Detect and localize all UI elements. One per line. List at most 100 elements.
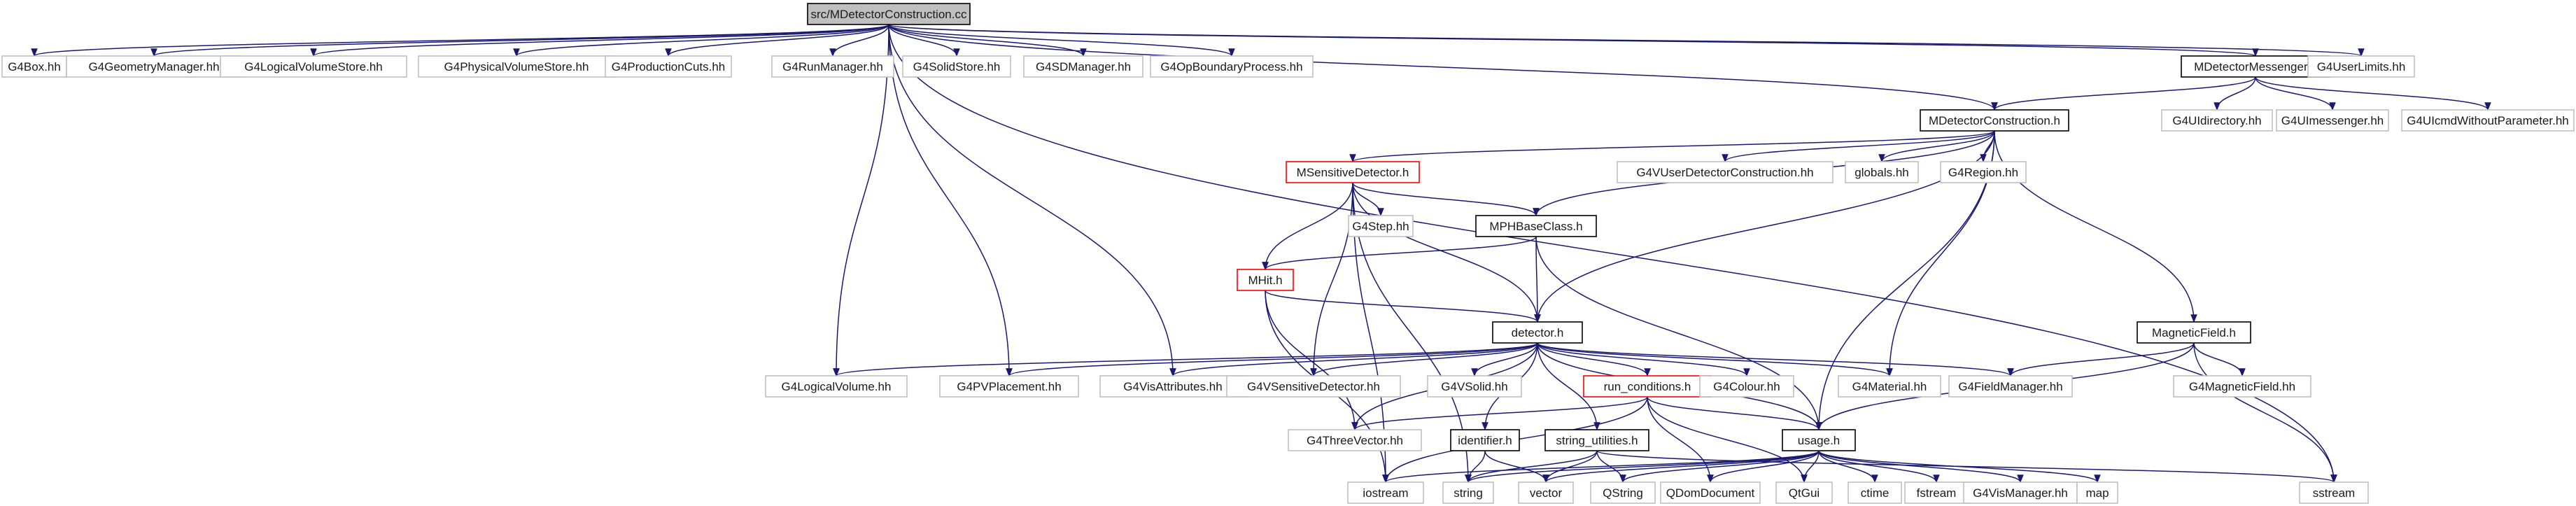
- node-g4uidir: G4UIdirectory.hh: [2161, 109, 2273, 132]
- node-box-g4solidstore: [902, 55, 1011, 78]
- node-root[interactable]: src/MDetectorConstruction.cc: [807, 3, 971, 25]
- node-box-g4lvstore: [220, 55, 407, 78]
- node-box-g4region: [1940, 161, 2027, 183]
- node-label-g4uidir: G4UIdirectory.hh: [2172, 114, 2261, 127]
- node-label-string: string: [1454, 486, 1483, 500]
- node-label-g4step: G4Step.hh: [1352, 220, 1409, 233]
- node-g4vismgr: G4VisManager.hh: [1963, 482, 2078, 504]
- node-box-g4material: [1838, 375, 1941, 398]
- node-qdomdoc: QDomDocument: [1660, 482, 1761, 504]
- node-mhit[interactable]: MHit.h: [1237, 269, 1294, 291]
- node-box-sstream: [2299, 482, 2369, 504]
- edge-magfield-to-sstream: [2193, 342, 2337, 484]
- node-box-mphbase: [1475, 215, 1597, 237]
- node-box-g4pvplacement: [939, 375, 1079, 398]
- node-msensdet[interactable]: MSensitiveDetector.h: [1286, 161, 1420, 183]
- node-box-g4geom: [66, 55, 242, 78]
- node-box-runcond: [1583, 375, 1712, 398]
- node-g4vuserdet: G4VUserDetectorConstruction.hh: [1617, 161, 1834, 183]
- node-g4uicmd: G4UIcmdWithoutParameter.hh: [2401, 109, 2575, 132]
- edge-root-to-g4visattr: [888, 24, 1176, 377]
- node-label-g4uicmd: G4UIcmdWithoutParameter.hh: [2407, 114, 2568, 127]
- edge-usage-to-qtgui: [1801, 450, 1820, 484]
- node-g4geom: G4GeometryManager.hh: [66, 55, 242, 78]
- node-g4threevec: G4ThreeVector.hh: [1288, 429, 1422, 451]
- node-box-g4vsensdet: [1226, 375, 1401, 398]
- edge-msensdet-to-detector: [1352, 182, 1541, 323]
- node-label-g4magfield: G4MagneticField.hh: [2189, 380, 2295, 393]
- node-box-g4uidir: [2161, 109, 2273, 132]
- node-label-g4vismgr: G4VisManager.hh: [1973, 486, 2068, 500]
- edge-detector-to-g4pvplacement: [1006, 342, 1538, 377]
- edge-usage-to-qstring: [1619, 450, 1820, 484]
- edge-usage-to-vector: [1542, 450, 1820, 484]
- edge-root-to-g4solidstore: [888, 24, 960, 57]
- edge-detector-to-g4colour: [1537, 342, 1750, 377]
- edge-detector-to-g4vsensdet: [1310, 342, 1538, 377]
- edge-root-to-mdetcons: [888, 24, 1998, 111]
- node-map: map: [2076, 482, 2118, 504]
- node-box-g4pvstore: [418, 55, 615, 78]
- node-label-g4geom: G4GeometryManager.hh: [88, 60, 219, 73]
- edge-usage-to-ctime: [1818, 450, 1878, 484]
- node-box-g4sdmgr: [1023, 55, 1143, 78]
- edge-mdetcons-to-msensdet: [1349, 130, 1995, 163]
- node-box-g4vismgr: [1963, 482, 2078, 504]
- edge-detector-to-g4vsolid: [1471, 342, 1538, 377]
- edge-root-to-g4pvstore: [513, 24, 889, 57]
- node-label-g4prodcuts: G4ProductionCuts.hh: [612, 60, 726, 73]
- node-identifier[interactable]: identifier.h: [1450, 429, 1520, 451]
- edge-mdetcons-to-globals: [1878, 130, 1995, 163]
- edge-mphbase-to-mhit: [1262, 236, 1537, 271]
- edge-detector-to-g4fieldmgr: [1537, 342, 2014, 377]
- node-strutil[interactable]: string_utilities.h: [1544, 429, 1649, 451]
- node-label-g4vuserdet: G4VUserDetectorConstruction.hh: [1636, 166, 1813, 179]
- edge-msensdet-to-g4vsensdet: [1310, 182, 1353, 377]
- node-box-msensdet: [1286, 161, 1420, 183]
- edge-usage-to-qdomdoc: [1707, 450, 1820, 484]
- node-label-detector: detector.h: [1512, 326, 1564, 339]
- edge-mhit-to-g4threevec: [1265, 290, 1358, 431]
- node-label-vector: vector: [1530, 486, 1563, 500]
- node-g4visattr: G4VisAttributes.hh: [1099, 375, 1246, 398]
- node-box-ctime: [1847, 482, 1902, 504]
- node-mphbase[interactable]: MPHBaseClass.h: [1475, 215, 1597, 237]
- edge-detector-to-runcond: [1537, 342, 1651, 377]
- node-iostream: iostream: [1347, 482, 1424, 504]
- node-g4uimsg: G4UImessenger.hh: [2276, 109, 2389, 132]
- node-usage[interactable]: usage.h: [1782, 429, 1856, 451]
- node-box-detector: [1492, 321, 1583, 344]
- node-runcond[interactable]: run_conditions.h: [1583, 375, 1712, 398]
- edge-mhit-to-detector: [1265, 290, 1541, 323]
- node-label-msensdet: MSensitiveDetector.h: [1297, 166, 1409, 179]
- node-label-g4region: G4Region.hh: [1948, 166, 2018, 179]
- node-box-mhit: [1237, 269, 1294, 291]
- node-g4userlimits: G4UserLimits.hh: [2307, 55, 2415, 78]
- node-qstring: QString: [1590, 482, 1656, 504]
- edge-root-to-g4pvplacement: [888, 24, 1013, 377]
- edge-root-to-g4opboundary: [888, 24, 1235, 57]
- node-label-g4colour: G4Colour.hh: [1713, 380, 1780, 393]
- edge-usage-to-g4vismgr: [1818, 450, 2024, 484]
- edge-root-to-g4userlimits: [888, 24, 2364, 57]
- node-label-qstring: QString: [1603, 486, 1643, 500]
- node-mdetcons[interactable]: MDetectorConstruction.h: [1920, 109, 2069, 132]
- node-magfield[interactable]: MagneticField.h: [2137, 321, 2251, 344]
- node-g4runmgr: G4RunManager.hh: [771, 55, 894, 78]
- node-detector[interactable]: detector.h: [1492, 321, 1583, 344]
- node-box-mdetmsg: [2181, 55, 2330, 78]
- node-box-g4opboundary: [1150, 55, 1314, 78]
- node-box-usage: [1782, 429, 1856, 451]
- node-label-mdetcons: MDetectorConstruction.h: [1929, 114, 2060, 127]
- node-label-mdetmsg: MDetectorMessenger.h: [2194, 60, 2317, 73]
- node-box-qtgui: [1775, 482, 1833, 504]
- edge-layer: [31, 24, 2491, 484]
- node-box-g4runmgr: [771, 55, 894, 78]
- node-box-g4fieldmgr: [1948, 375, 2073, 398]
- edge-detector-to-g4lv: [833, 342, 1538, 377]
- node-box-qstring: [1590, 482, 1656, 504]
- edge-magfield-to-g4magfield: [2193, 342, 2246, 377]
- node-mdetmsg[interactable]: MDetectorMessenger.h: [2181, 55, 2330, 78]
- node-box-iostream: [1347, 482, 1424, 504]
- edge-detector-to-strutil: [1537, 342, 1600, 431]
